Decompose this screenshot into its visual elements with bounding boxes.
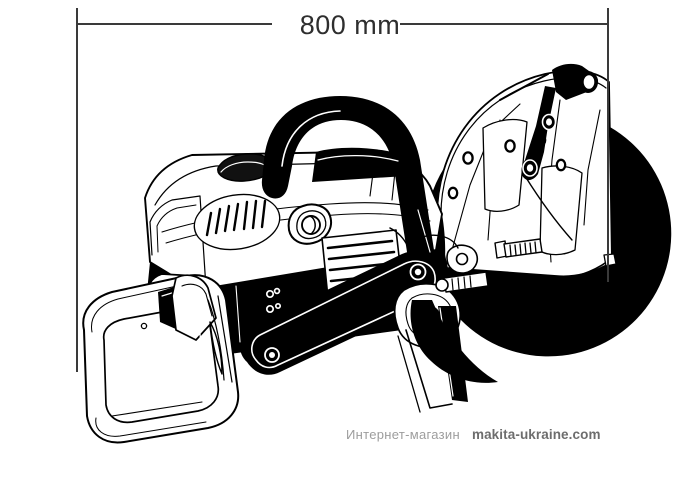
front-bracket (419, 234, 459, 249)
belt-drive-arm (239, 250, 444, 375)
starter-recoil-grip (287, 203, 332, 245)
watermark-shop-text: Интернет-магазин (346, 427, 460, 442)
watermark: Интернет-магазин makita-ukraine.com (346, 427, 601, 442)
cover-detail-lines (195, 285, 241, 357)
tensioner-bolts (435, 238, 543, 293)
guard-adjust-linkage (499, 63, 599, 241)
rear-handle (82, 273, 240, 444)
air-filter-vent (193, 193, 281, 251)
watermark-domain-text[interactable]: makita-ukraine.com (471, 427, 601, 442)
top-carry-handle (261, 96, 435, 270)
disc-lower-segment (410, 300, 498, 383)
